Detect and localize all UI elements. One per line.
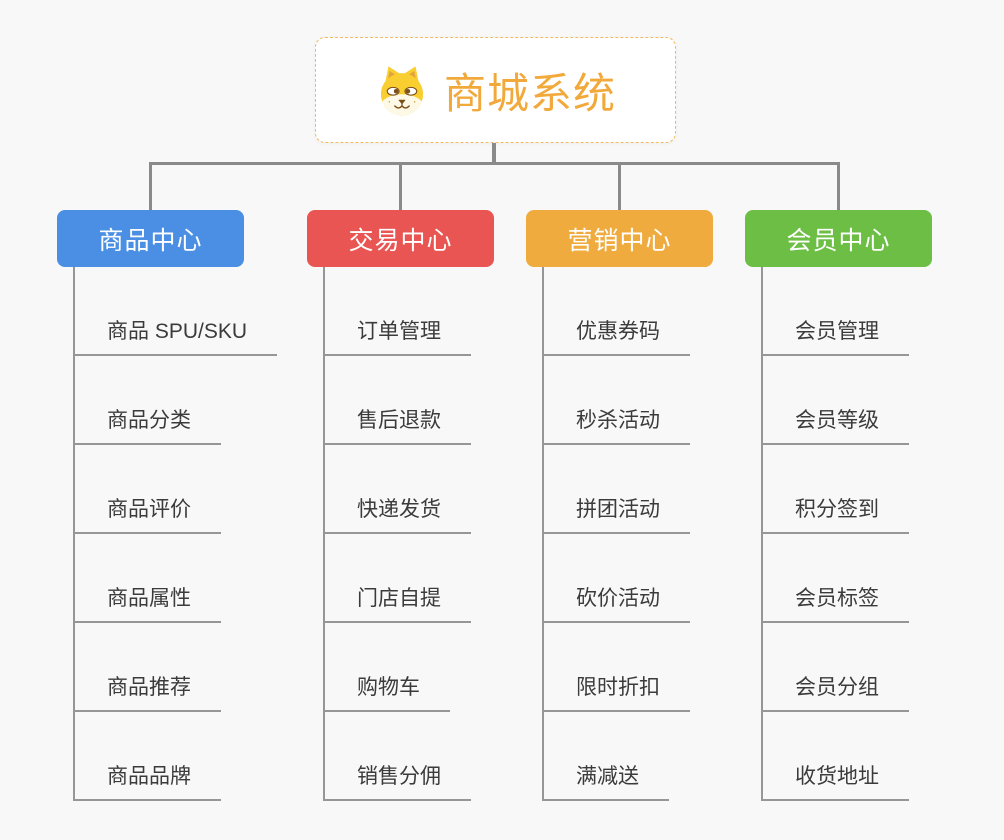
leaf-label-product-brand[interactable]: 商品品牌 (75, 760, 221, 801)
leaf-item: 销售分佣 (325, 712, 471, 801)
connector-drop-trade-center (399, 162, 402, 210)
leaf-item: 优惠券码 (544, 267, 690, 356)
branch-items-marketing-center: 优惠券码 秒杀活动 拼团活动 砍价活动 限时折扣 满减送 (542, 267, 690, 801)
leaf-label-product-spu-sku[interactable]: 商品 SPU/SKU (75, 315, 278, 356)
leaf-item: 商品 SPU/SKU (75, 267, 278, 356)
leaf-item: 商品推荐 (75, 623, 221, 712)
leaf-label-shopping-cart[interactable]: 购物车 (325, 671, 450, 712)
leaf-item: 会员管理 (763, 267, 909, 356)
branch-header-marketing-center[interactable]: 营销中心 (526, 210, 713, 267)
leaf-label-product-attribute[interactable]: 商品属性 (75, 582, 221, 623)
leaf-label-product-category[interactable]: 商品分类 (75, 404, 221, 445)
leaf-item: 满减送 (544, 712, 669, 801)
leaf-item: 会员等级 (763, 356, 909, 445)
branch-items-product-center: 商品 SPU/SKU 商品分类 商品评价 商品属性 商品推荐 商品品牌 (73, 267, 278, 801)
branch-items-member-center: 会员管理 会员等级 积分签到 会员标签 会员分组 收货地址 (761, 267, 909, 801)
leaf-item: 购物车 (325, 623, 450, 712)
leaf-label-shipping-address[interactable]: 收货地址 (763, 760, 909, 801)
leaf-item: 秒杀活动 (544, 356, 690, 445)
leaf-label-member-management[interactable]: 会员管理 (763, 315, 909, 356)
leaf-label-member-tags[interactable]: 会员标签 (763, 582, 909, 623)
connector-root-stub (492, 143, 496, 165)
leaf-label-order-management[interactable]: 订单管理 (325, 315, 471, 356)
leaf-label-coupon-code[interactable]: 优惠券码 (544, 315, 690, 356)
leaf-item: 商品品牌 (75, 712, 221, 801)
connector-drop-member-center (837, 162, 840, 210)
leaf-item: 商品属性 (75, 534, 221, 623)
connector-horizontal-bar (149, 162, 840, 165)
leaf-item: 收货地址 (763, 712, 909, 801)
leaf-label-store-pickup[interactable]: 门店自提 (325, 582, 471, 623)
leaf-item: 门店自提 (325, 534, 471, 623)
leaf-label-express-delivery[interactable]: 快递发货 (325, 493, 471, 534)
leaf-item: 会员分组 (763, 623, 909, 712)
leaf-label-product-review[interactable]: 商品评价 (75, 493, 221, 534)
leaf-item: 砍价活动 (544, 534, 690, 623)
leaf-label-after-sale-refund[interactable]: 售后退款 (325, 404, 471, 445)
leaf-item: 拼团活动 (544, 445, 690, 534)
leaf-item: 商品分类 (75, 356, 221, 445)
leaf-label-group-buy[interactable]: 拼团活动 (544, 493, 690, 534)
branch-items-trade-center: 订单管理 售后退款 快递发货 门店自提 购物车 销售分佣 (323, 267, 471, 801)
leaf-item: 售后退款 (325, 356, 471, 445)
connector-drop-marketing-center (618, 162, 621, 210)
leaf-item: 积分签到 (763, 445, 909, 534)
dog-face-icon (380, 66, 424, 116)
leaf-item: 订单管理 (325, 267, 471, 356)
leaf-item: 限时折扣 (544, 623, 690, 712)
root-node[interactable]: 商城系统 (315, 37, 676, 143)
leaf-label-flash-sale[interactable]: 秒杀活动 (544, 404, 690, 445)
branch-header-member-center[interactable]: 会员中心 (745, 210, 932, 267)
leaf-label-bargain-activity[interactable]: 砍价活动 (544, 582, 690, 623)
branch-header-product-center[interactable]: 商品中心 (57, 210, 244, 267)
connector-drop-product-center (149, 162, 152, 210)
root-title: 商城系统 (443, 69, 616, 117)
leaf-item: 快递发货 (325, 445, 471, 534)
leaf-label-member-level[interactable]: 会员等级 (763, 404, 909, 445)
leaf-label-spend-and-save[interactable]: 满减送 (544, 760, 669, 801)
leaf-label-sales-commission[interactable]: 销售分佣 (325, 760, 471, 801)
branch-header-trade-center[interactable]: 交易中心 (307, 210, 494, 267)
leaf-label-limited-time-discount[interactable]: 限时折扣 (544, 671, 690, 712)
leaf-label-points-checkin[interactable]: 积分签到 (763, 493, 909, 534)
leaf-label-member-groups[interactable]: 会员分组 (763, 671, 909, 712)
leaf-item: 商品评价 (75, 445, 221, 534)
leaf-label-product-recommend[interactable]: 商品推荐 (75, 671, 221, 712)
leaf-item: 会员标签 (763, 534, 909, 623)
